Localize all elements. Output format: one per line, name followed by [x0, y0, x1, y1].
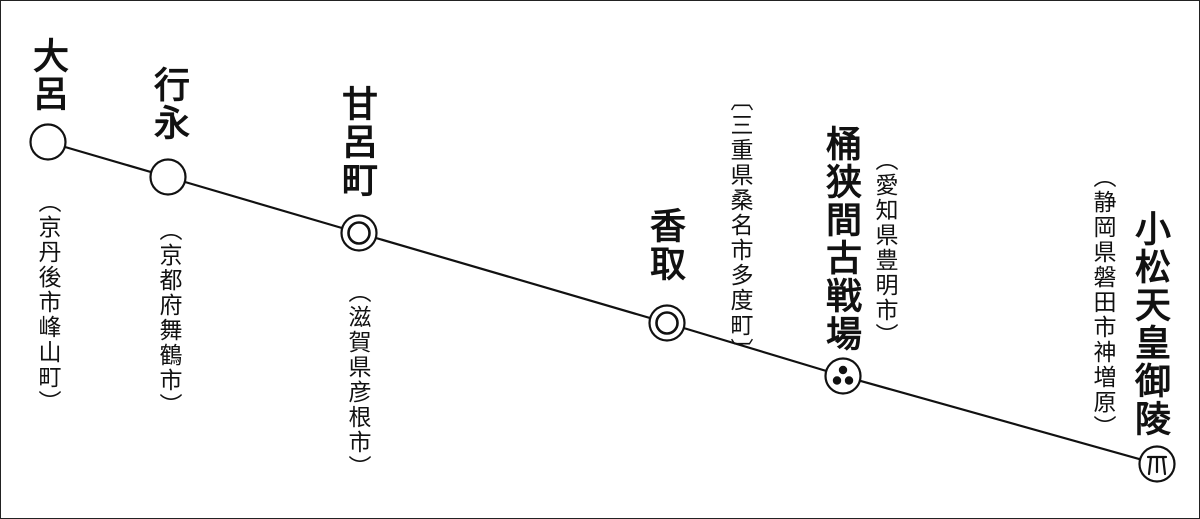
station-location-amaro: （滋賀県彦根市）: [344, 280, 370, 480]
station-location-okehazama: （愛知県豊明市）: [871, 148, 897, 348]
station-marker-oro: [29, 123, 67, 161]
station-location-oro: （京丹後市峰山町）: [34, 190, 60, 415]
station-marker-okehazama: [824, 357, 862, 395]
station-name-okehazama: 桶狭間古戦場: [820, 125, 862, 353]
station-marker-katori: [648, 304, 686, 342]
station-name-oro: 大呂: [27, 37, 69, 113]
station-location-komatsu: （静岡県磐田市神増原）: [1089, 165, 1115, 440]
station-markers: [29, 123, 1176, 483]
station-marker-gyoei: [149, 158, 187, 196]
station-name-gyoei: 行永: [148, 66, 190, 142]
station-location-gyoei: （京都府舞鶴市）: [155, 218, 181, 418]
station-name-amaro: 甘呂町: [336, 85, 378, 199]
station-location-katori: 〔三重県桑名市多度町〕: [726, 88, 752, 363]
station-name-katori: 香取: [644, 207, 686, 283]
station-name-komatsu: 小松天皇御陵: [1129, 210, 1171, 438]
station-marker-amaro: [340, 214, 378, 252]
station-marker-komatsu: [1138, 445, 1176, 483]
route-line: [47, 140, 1158, 466]
